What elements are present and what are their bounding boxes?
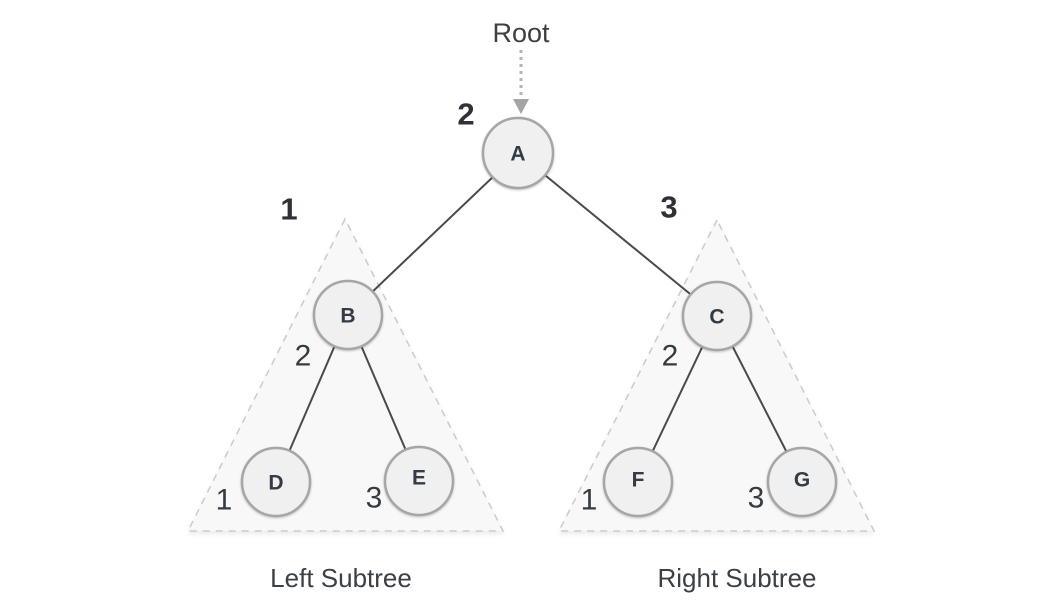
node-b-circle <box>312 279 384 351</box>
node-f-circle <box>602 446 674 518</box>
order-label-node-c: 2 <box>662 340 679 373</box>
left-subtree-triangle <box>186 217 505 532</box>
node-a-label: A <box>510 143 525 166</box>
order-label-root: 2 <box>457 97 474 132</box>
edge-a-b <box>347 152 519 316</box>
node-c-circle <box>681 280 753 352</box>
node-g-label: G <box>794 469 810 492</box>
node-e-label: E <box>412 467 426 490</box>
order-label-node-e: 3 <box>366 482 383 515</box>
order-label-node-d: 1 <box>216 484 233 517</box>
root-arrowhead-icon <box>513 99 529 114</box>
node-c-label: C <box>709 306 724 329</box>
order-label-node-f: 1 <box>581 484 598 517</box>
node-g-circle <box>766 446 838 518</box>
node-e-circle <box>383 445 455 517</box>
node-a-circle <box>481 116 555 190</box>
node-b-label: B <box>340 305 355 328</box>
caption-right-subtree: Right Subtree <box>658 563 817 593</box>
order-label-right-subtree: 3 <box>660 190 677 225</box>
edge-a-c <box>517 152 718 317</box>
node-f-label: F <box>632 469 645 492</box>
node-d-circle <box>240 446 312 518</box>
order-label-node-b: 2 <box>295 340 312 373</box>
order-label-node-g: 3 <box>748 482 765 515</box>
caption-left-subtree: Left Subtree <box>270 563 412 593</box>
root-pointer-label: Root <box>492 18 550 48</box>
node-d-label: D <box>268 472 283 495</box>
order-label-left-subtree: 1 <box>280 192 297 227</box>
